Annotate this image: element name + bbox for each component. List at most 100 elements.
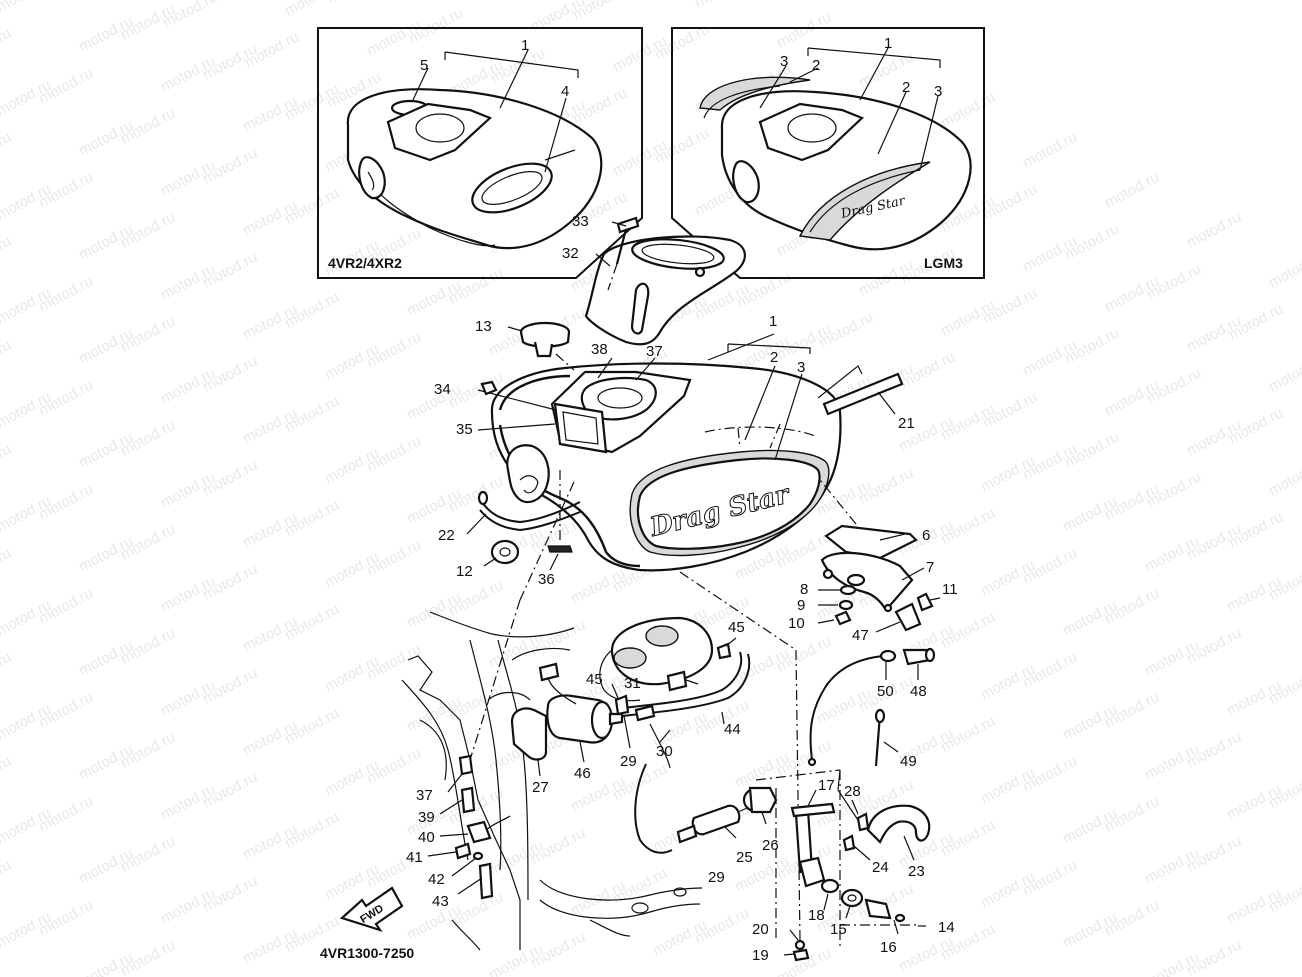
- watermark-text: motod.ru: [0, 337, 14, 380]
- callout-3: 3: [780, 53, 788, 70]
- fasteners-11-47: [875, 592, 941, 633]
- relay: [510, 662, 577, 777]
- watermark-text: motod.ru: [1266, 249, 1302, 292]
- callout-5: 5: [420, 57, 428, 74]
- main-fuel-tank: Drag Star: [466, 333, 842, 572]
- watermark-text: motod.ru: [774, 9, 834, 52]
- callout-47: 47: [852, 627, 869, 644]
- watermark-text: motod.ru: [938, 89, 998, 132]
- watermark-text: motod.ru: [0, 753, 14, 796]
- callout-1: 1: [521, 37, 529, 54]
- watermark-text: motod.ru: [0, 441, 14, 484]
- callout-10: 10: [788, 615, 805, 632]
- callout-24: 24: [872, 859, 889, 876]
- callout-13: 13: [475, 318, 492, 335]
- callout-40: 40: [418, 829, 435, 846]
- rubber-strip: [817, 365, 904, 416]
- inset-left-label: 4VR2/4XR2: [328, 255, 402, 271]
- inset-left: 4VR2/4XR2: [317, 27, 643, 279]
- callout-2: 2: [770, 349, 778, 366]
- callout-28: 28: [844, 783, 861, 800]
- frame-outline: [401, 611, 703, 951]
- callout-17: 17: [818, 777, 835, 794]
- callout-14: 14: [938, 919, 955, 936]
- watermark-text: motod.ru: [1102, 169, 1162, 212]
- callout-50: 50: [877, 683, 894, 700]
- callout-38: 38: [591, 341, 608, 358]
- carburetor-assembly: [599, 616, 714, 702]
- watermark-text: motod.ru: [0, 129, 14, 172]
- watermark-text: motod.ru: [1020, 129, 1080, 172]
- callout-35: 35: [456, 421, 473, 438]
- fwd-direction-badge: FWD: [339, 886, 404, 932]
- callout-36: 36: [538, 571, 555, 588]
- grommet: [483, 539, 520, 567]
- watermark-text: motod.ru: [0, 25, 14, 68]
- callout-29: 29: [620, 753, 637, 770]
- filter-cap: [742, 786, 778, 825]
- assembly-lines: [469, 481, 841, 950]
- callout-22: 22: [438, 527, 455, 544]
- callout-11: 11: [942, 581, 958, 598]
- watermark-text: motod.ru: [0, 649, 14, 692]
- callout-21: 21: [898, 415, 915, 432]
- callout-12: 12: [456, 563, 473, 580]
- watermark-text: motod.ru: [0, 545, 14, 588]
- callout-46: 46: [574, 765, 591, 782]
- callout-2: 2: [902, 79, 910, 96]
- watermark-text: motod.ru: [0, 233, 14, 276]
- watermark-text: motod.ru: [1266, 353, 1302, 396]
- callout-32: 32: [562, 245, 579, 262]
- watermark-text: motod.ru: [36, 0, 96, 4]
- callout-26: 26: [762, 837, 779, 854]
- callout-8: 8: [800, 581, 808, 598]
- callout-1: 1: [884, 35, 892, 52]
- callout-41: 41: [406, 849, 423, 866]
- callout-39: 39: [418, 809, 435, 826]
- callout-45: 45: [586, 671, 603, 688]
- callout-20: 20: [752, 921, 769, 938]
- fasteners-8-9-10: [817, 584, 857, 626]
- callouts: 1 4 5 1 2 2 3 3 33 32 13 38 37 34 35 1 2…: [406, 35, 958, 964]
- callout-34: 34: [434, 381, 451, 398]
- callout-6: 6: [922, 527, 930, 544]
- callout-37: 37: [416, 787, 433, 804]
- watermark-text: motod.ru: [324, 0, 384, 8]
- callout-43: 43: [432, 893, 449, 910]
- tank-top-cover: [584, 216, 746, 346]
- callout-7: 7: [926, 559, 934, 576]
- fuel-cap: [507, 321, 575, 371]
- callout-9: 9: [797, 597, 805, 614]
- callout-49: 49: [900, 753, 917, 770]
- callout-4: 4: [561, 83, 569, 100]
- rear-tank-bracket: [819, 479, 925, 613]
- callout-19: 19: [752, 947, 769, 964]
- inset-right-label: LGM3: [924, 255, 963, 271]
- watermark-text: motod.ru: [486, 941, 546, 977]
- fuel-cock: [783, 769, 926, 962]
- callout-33: 33: [572, 213, 589, 230]
- callout-30: 30: [656, 743, 673, 760]
- callout-15: 15: [830, 921, 847, 938]
- callout-45: 45: [728, 619, 745, 636]
- callout-37: 37: [646, 343, 663, 360]
- clip-34: [480, 380, 498, 396]
- fuel-pump: [546, 694, 624, 763]
- callout-16: 16: [880, 939, 897, 956]
- hose-23: [842, 799, 931, 861]
- watermark-text: motod.ru: [1266, 457, 1302, 500]
- callout-2: 2: [812, 57, 820, 74]
- callout-29: 29: [708, 869, 725, 886]
- callout-18: 18: [808, 907, 825, 924]
- lower-left-fittings: [427, 754, 511, 900]
- callout-1: 1: [769, 313, 777, 330]
- callout-27: 27: [532, 779, 549, 796]
- vent-parts: [807, 647, 936, 767]
- damper: [547, 470, 573, 571]
- watermark-text: motod.ru: [1184, 209, 1244, 252]
- fuel-filter: [676, 804, 753, 844]
- inset-right: LGM3 Drag Star: [671, 27, 985, 279]
- callout-48: 48: [910, 683, 927, 700]
- callout-31: 31: [624, 675, 641, 692]
